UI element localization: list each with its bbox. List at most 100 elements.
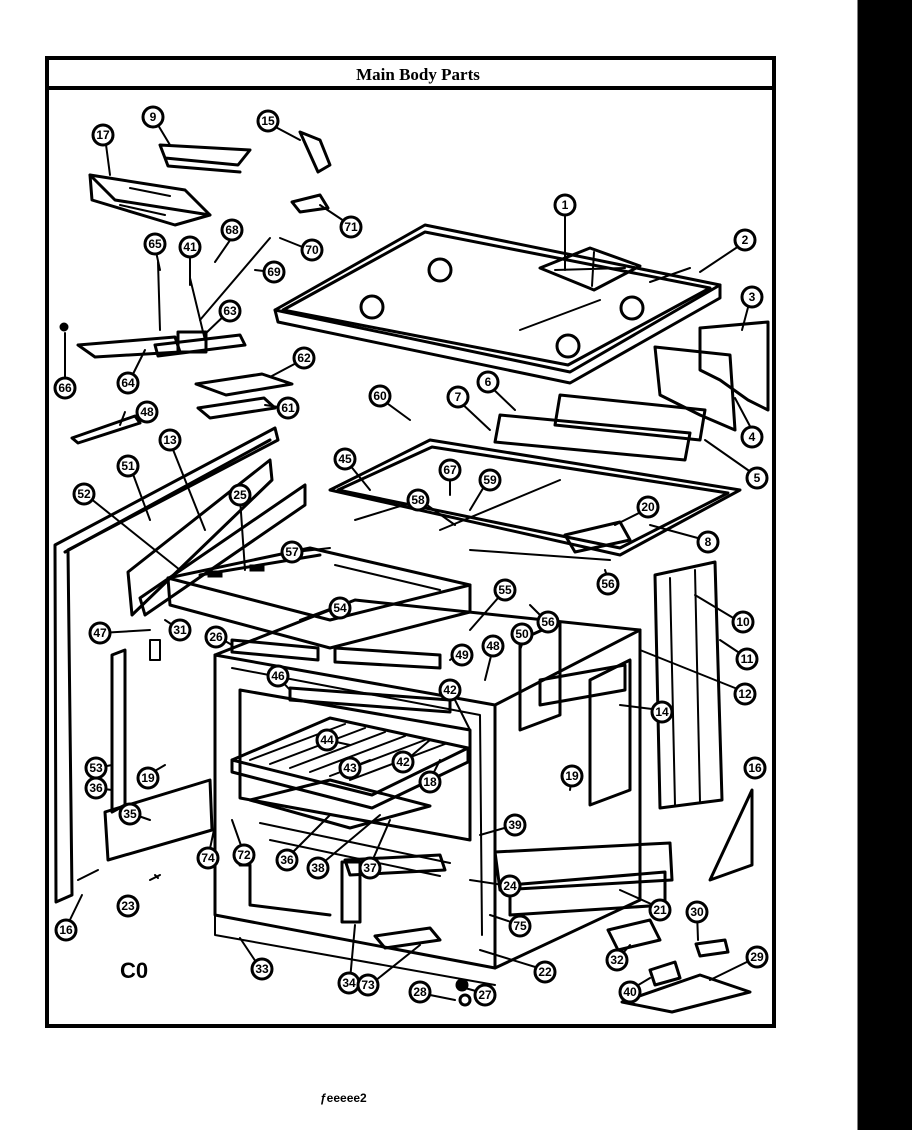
svg-text:73: 73 — [361, 978, 375, 992]
callout-42-top: 41 — [178, 235, 202, 259]
svg-text:61: 61 — [281, 401, 295, 415]
callout-61: 60 — [368, 384, 392, 408]
callout-63: 62 — [292, 346, 316, 370]
callouts: 1 2 3 4 5 6 7 8 9 10 11 12 13 14 15 16 1… — [53, 105, 769, 1007]
clip-72-illustration — [290, 193, 330, 214]
callout-18: 18 — [418, 770, 442, 794]
callout-74: 73 — [356, 973, 380, 997]
callout-27: 27 — [473, 983, 497, 1007]
svg-text:42: 42 — [443, 683, 457, 697]
svg-text:56: 56 — [541, 615, 555, 629]
svg-text:14: 14 — [655, 705, 669, 719]
callout-58: 57 — [280, 540, 304, 564]
callout-59: 58 — [406, 488, 430, 512]
svg-text:11: 11 — [741, 652, 754, 666]
svg-text:65: 65 — [148, 237, 162, 251]
svg-text:30: 30 — [690, 905, 704, 919]
svg-text:41: 41 — [183, 240, 197, 254]
callout-32: 32 — [605, 948, 629, 972]
callout-13: 13 — [158, 428, 182, 452]
callout-2: 2 — [733, 228, 757, 252]
callout-31: 31 — [168, 618, 192, 642]
knob-28-illustration — [458, 993, 472, 1007]
callout-29: 29 — [745, 945, 769, 969]
callout-7: 7 — [446, 385, 470, 409]
svg-text:62: 62 — [297, 351, 311, 365]
callout-46: 45 — [333, 447, 357, 471]
right-side-illustration — [653, 560, 754, 882]
svg-text:9: 9 — [150, 110, 157, 124]
callout-8: 8 — [696, 530, 720, 554]
svg-text:29: 29 — [750, 950, 764, 964]
svg-text:39: 39 — [508, 818, 522, 832]
callout-60: 59 — [478, 468, 502, 492]
callout-56-right: 56 — [596, 572, 620, 596]
svg-text:68: 68 — [225, 223, 239, 237]
svg-text:63: 63 — [223, 304, 237, 318]
svg-text:8: 8 — [705, 535, 712, 549]
svg-text:6: 6 — [485, 375, 492, 389]
svg-text:15: 15 — [261, 114, 275, 128]
svg-text:55: 55 — [498, 583, 512, 597]
svg-text:13: 13 — [163, 433, 177, 447]
diagram-frame — [45, 56, 776, 1028]
callout-16-left: 16 — [54, 918, 78, 942]
bottom-right-parts-illustration — [606, 918, 752, 1014]
svg-text:33: 33 — [255, 962, 269, 976]
callout-1: 1 — [553, 193, 577, 217]
bracket-15-illustration — [298, 130, 332, 174]
callout-25: 25 — [228, 483, 252, 507]
callout-17: 17 — [91, 123, 115, 147]
svg-text:22: 22 — [538, 965, 552, 979]
svg-text:1: 1 — [562, 198, 569, 212]
callout-76: 75 — [508, 914, 532, 938]
footer-text: ƒeeeee2 — [320, 1091, 367, 1105]
callout-52: 51 — [116, 454, 140, 478]
callout-44: 43 — [338, 756, 362, 780]
svg-text:10: 10 — [736, 615, 750, 629]
callout-55: 54 — [328, 596, 352, 620]
svg-text:43: 43 — [343, 761, 357, 775]
svg-text:64: 64 — [121, 376, 135, 390]
diagram-title: Main Body Parts — [356, 65, 480, 84]
callout-49: 48 — [135, 400, 159, 424]
callout-73: 72 — [232, 843, 256, 867]
callout-19-right: 19 — [560, 764, 584, 788]
svg-text:42: 42 — [396, 755, 410, 769]
svg-text:26: 26 — [209, 630, 223, 644]
svg-text:70: 70 — [305, 243, 319, 257]
svg-text:66: 66 — [58, 381, 72, 395]
svg-text:36: 36 — [280, 853, 294, 867]
callout-6: 6 — [476, 370, 500, 394]
callout-35: 35 — [118, 802, 142, 826]
svg-text:48: 48 — [140, 405, 154, 419]
callout-36: 36 — [84, 776, 108, 800]
callout-48-right: 48 — [481, 634, 505, 658]
svg-text:75: 75 — [513, 919, 527, 933]
callout-54: 53 — [84, 756, 108, 780]
callout-53: 52 — [72, 482, 96, 506]
control-panel-illustration — [166, 546, 472, 650]
right-scan-edge — [857, 0, 912, 1130]
backguard-illustration — [88, 173, 212, 227]
callout-24: 24 — [498, 874, 522, 898]
svg-text:32: 32 — [610, 953, 624, 967]
back-panels-illustration — [493, 320, 770, 462]
callout-9: 9 — [141, 105, 165, 129]
callout-20: 20 — [636, 495, 660, 519]
svg-text:17: 17 — [96, 128, 110, 142]
callout-30: 30 — [685, 900, 709, 924]
callout-40: 39 — [503, 813, 527, 837]
callout-3: 3 — [740, 285, 764, 309]
svg-text:40: 40 — [623, 985, 637, 999]
svg-text:69: 69 — [267, 265, 281, 279]
callout-57: 56 — [536, 610, 560, 634]
callout-41: 40 — [618, 980, 642, 1004]
svg-text:31: 31 — [173, 623, 187, 637]
svg-text:18: 18 — [423, 775, 437, 789]
svg-text:53: 53 — [89, 761, 103, 775]
callout-16-right: 16 — [743, 756, 767, 780]
callout-45: 44 — [315, 728, 339, 752]
svg-text:24: 24 — [503, 879, 517, 893]
